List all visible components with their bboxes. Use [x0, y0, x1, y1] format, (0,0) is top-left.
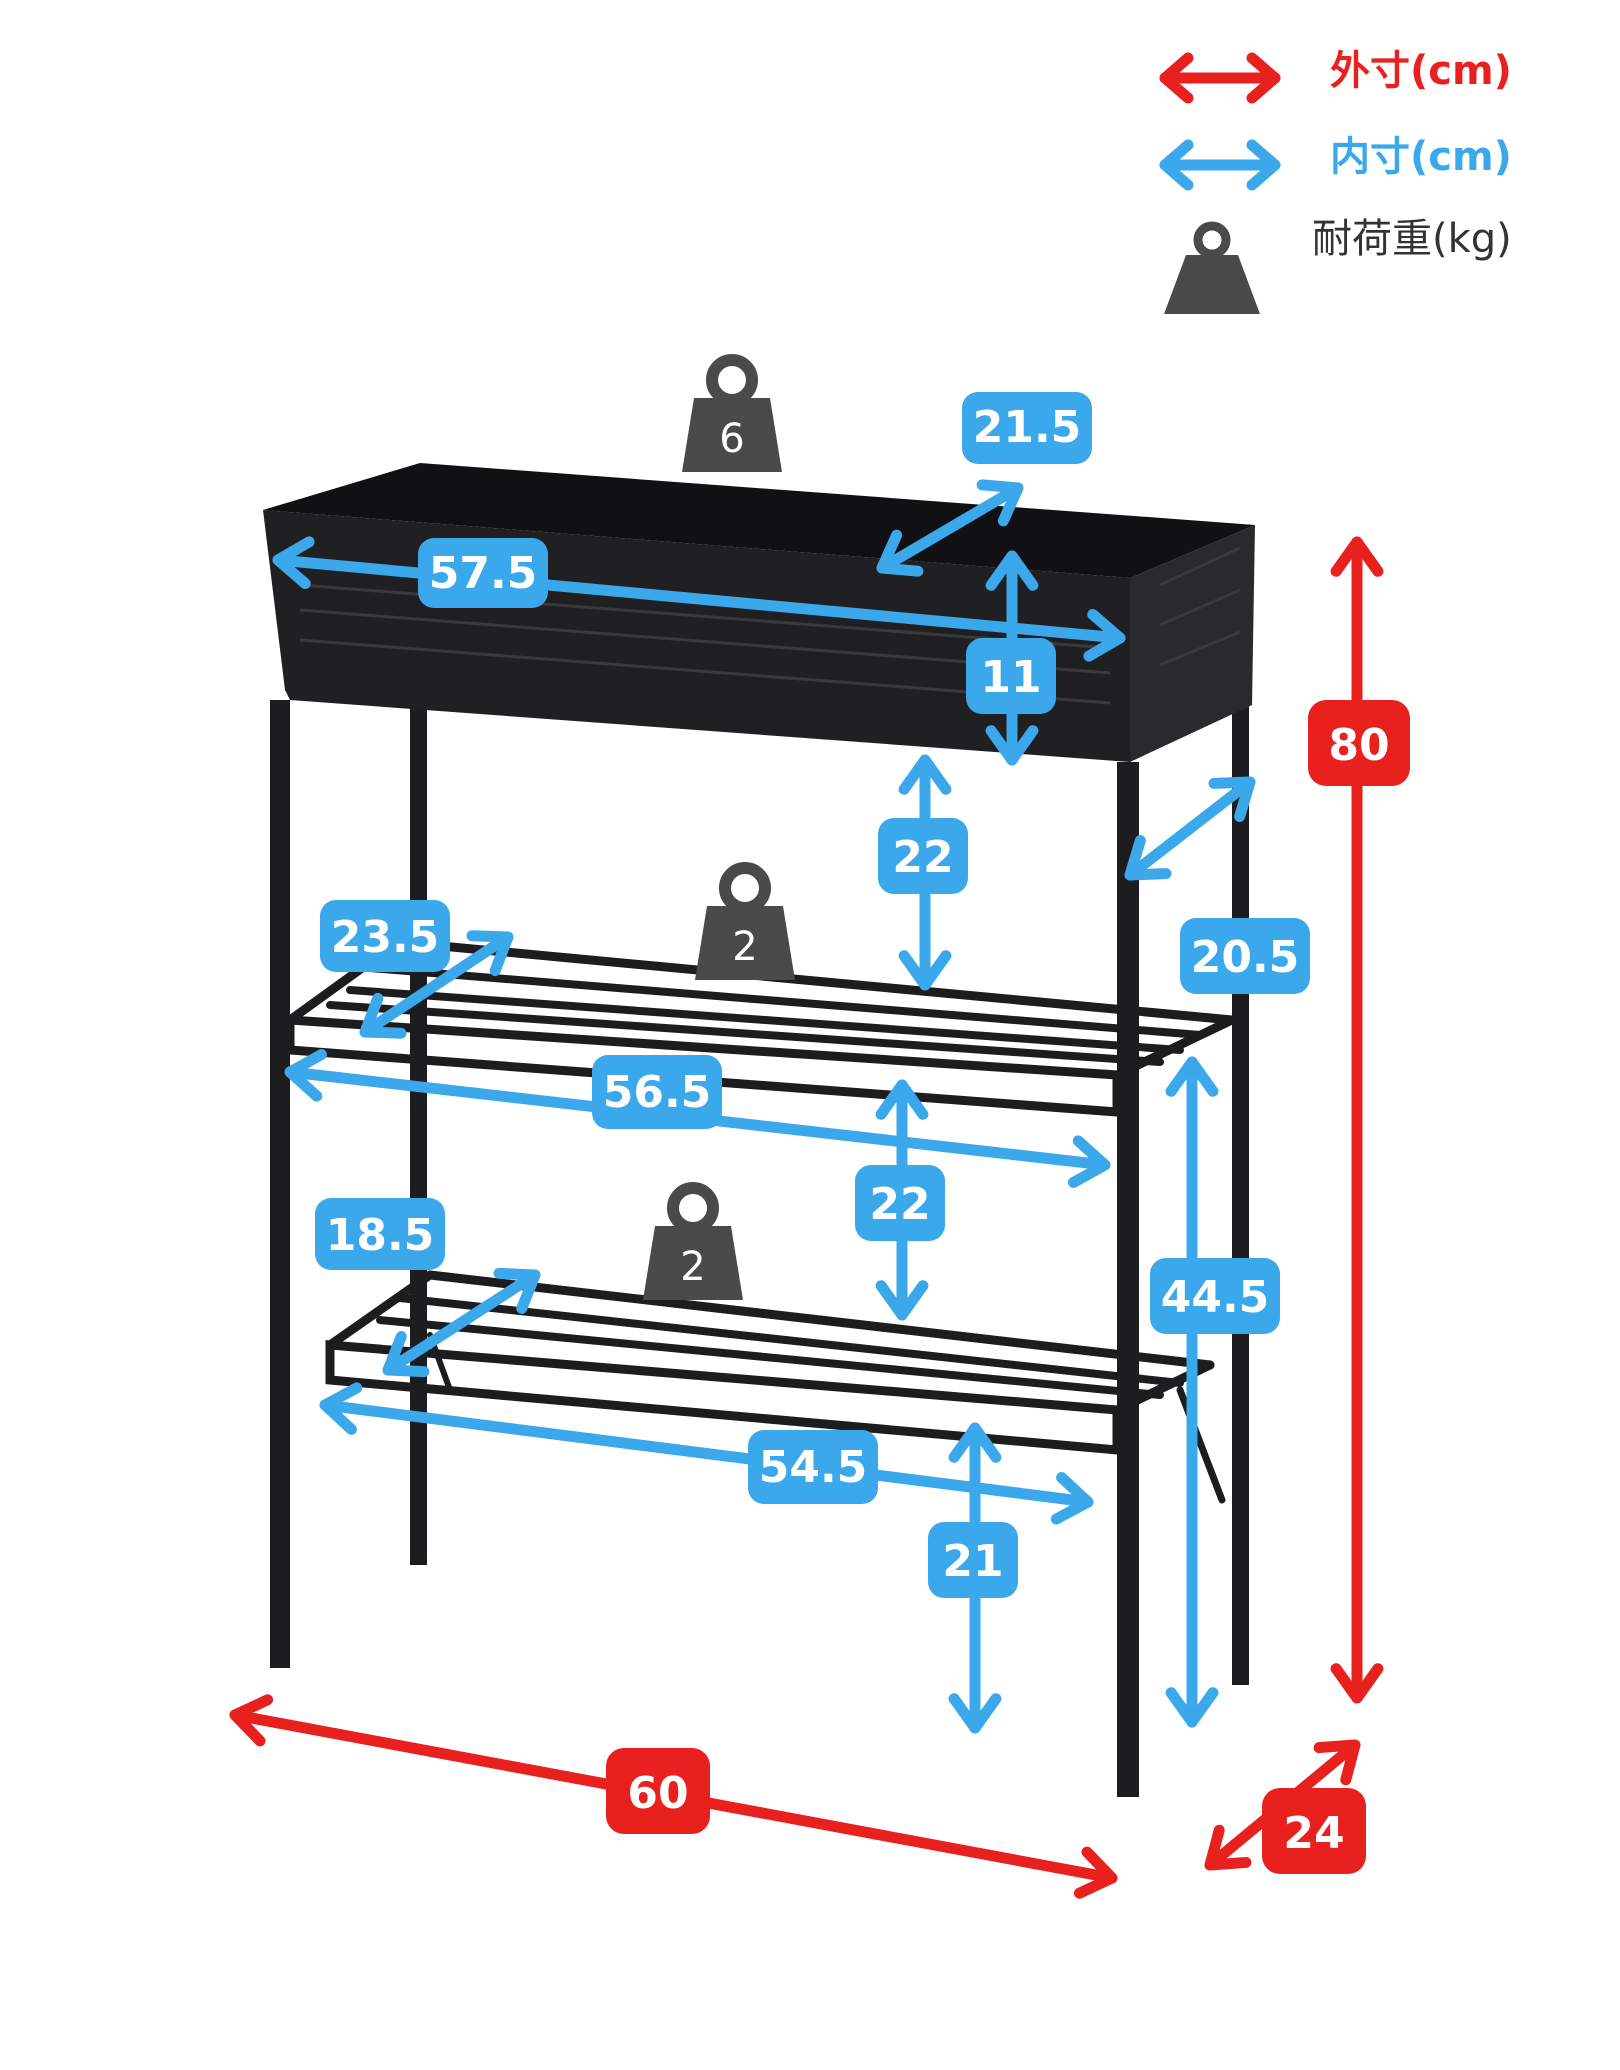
- middle-shelf-load-icon: 2: [695, 868, 795, 980]
- svg-text:23.5: 23.5: [331, 912, 440, 963]
- svg-text:60: 60: [627, 1768, 688, 1819]
- svg-text:57.5: 57.5: [429, 548, 538, 599]
- svg-text:80: 80: [1328, 720, 1389, 771]
- outer-width-label: 60: [606, 1748, 710, 1834]
- outer-dimension-labels: 80 60 24: [606, 700, 1410, 1874]
- back-left-leg: [410, 705, 427, 1565]
- svg-text:20.5: 20.5: [1191, 932, 1300, 983]
- bottom-depth-arrow: [382, 1267, 541, 1378]
- middle-height-arrow: [1165, 1056, 1219, 1728]
- outer-height-label: 80: [1308, 700, 1410, 786]
- svg-text:21.5: 21.5: [973, 402, 1082, 453]
- planter-height-label: 11: [966, 638, 1056, 714]
- inner-dimension-labels: 57.5 21.5 11 22 23.5 20.5 56.5 22: [315, 392, 1310, 1598]
- svg-text:18.5: 18.5: [326, 1210, 435, 1261]
- back-right-leg: [1232, 705, 1249, 1685]
- planter-load-icon: 6: [682, 360, 782, 472]
- svg-text:54.5: 54.5: [759, 1442, 868, 1493]
- load-legend-label: 耐荷重(kg): [1312, 216, 1512, 262]
- svg-text:56.5: 56.5: [603, 1067, 712, 1118]
- legend: 外寸(cm) 内寸(cm) 耐荷重(kg): [1159, 48, 1512, 314]
- side-depth-label: 20.5: [1180, 918, 1310, 994]
- front-left-leg: [270, 700, 290, 1668]
- svg-text:44.5: 44.5: [1161, 1272, 1270, 1323]
- bottom-shelf-width-label: 54.5: [748, 1430, 878, 1504]
- weight-legend-icon: [1164, 221, 1260, 314]
- outer-depth-label: 24: [1262, 1788, 1366, 1874]
- middle-shelf-height-label: 44.5: [1150, 1258, 1280, 1334]
- inner-size-legend-label: 内寸(cm): [1330, 134, 1512, 180]
- planter-depth-label: 21.5: [962, 392, 1092, 464]
- front-right-leg: [1117, 762, 1139, 1797]
- svg-text:24: 24: [1283, 1808, 1344, 1859]
- bottom-shelf-height-label: 21: [928, 1522, 1018, 1598]
- outer-size-legend-label: 外寸(cm): [1330, 48, 1512, 94]
- planter-box-top: [263, 463, 1255, 578]
- middle-shelf-depth-label: 23.5: [320, 900, 450, 972]
- middle-shelf-width-label: 56.5: [592, 1055, 722, 1129]
- bottom-shelf-load-value: 2: [680, 1244, 705, 1290]
- svg-text:22: 22: [892, 832, 953, 883]
- svg-text:21: 21: [942, 1536, 1003, 1587]
- gap-middle-to-bottom-label: 22: [855, 1165, 945, 1241]
- inner-size-legend-arrow-icon: [1159, 139, 1281, 191]
- side-depth-arrow: [1124, 776, 1256, 881]
- middle-shelf: [285, 937, 1237, 1117]
- svg-text:22: 22: [869, 1179, 930, 1230]
- planter-width-label: 57.5: [418, 538, 548, 608]
- middle-shelf-load-value: 2: [732, 924, 757, 970]
- middle-depth-arrow: [359, 930, 514, 1039]
- outer-size-legend-arrow-icon: [1159, 52, 1281, 104]
- bottom-width-arrow: [319, 1382, 1094, 1525]
- bottom-shelf-depth-label: 18.5: [315, 1198, 445, 1270]
- planter-load-value: 6: [719, 416, 744, 462]
- bottom-shelf-load-icon: 2: [643, 1188, 743, 1300]
- gap-planter-to-middle-label: 22: [878, 818, 968, 894]
- planter-depth-arrow: [876, 479, 1024, 577]
- svg-text:11: 11: [980, 652, 1041, 703]
